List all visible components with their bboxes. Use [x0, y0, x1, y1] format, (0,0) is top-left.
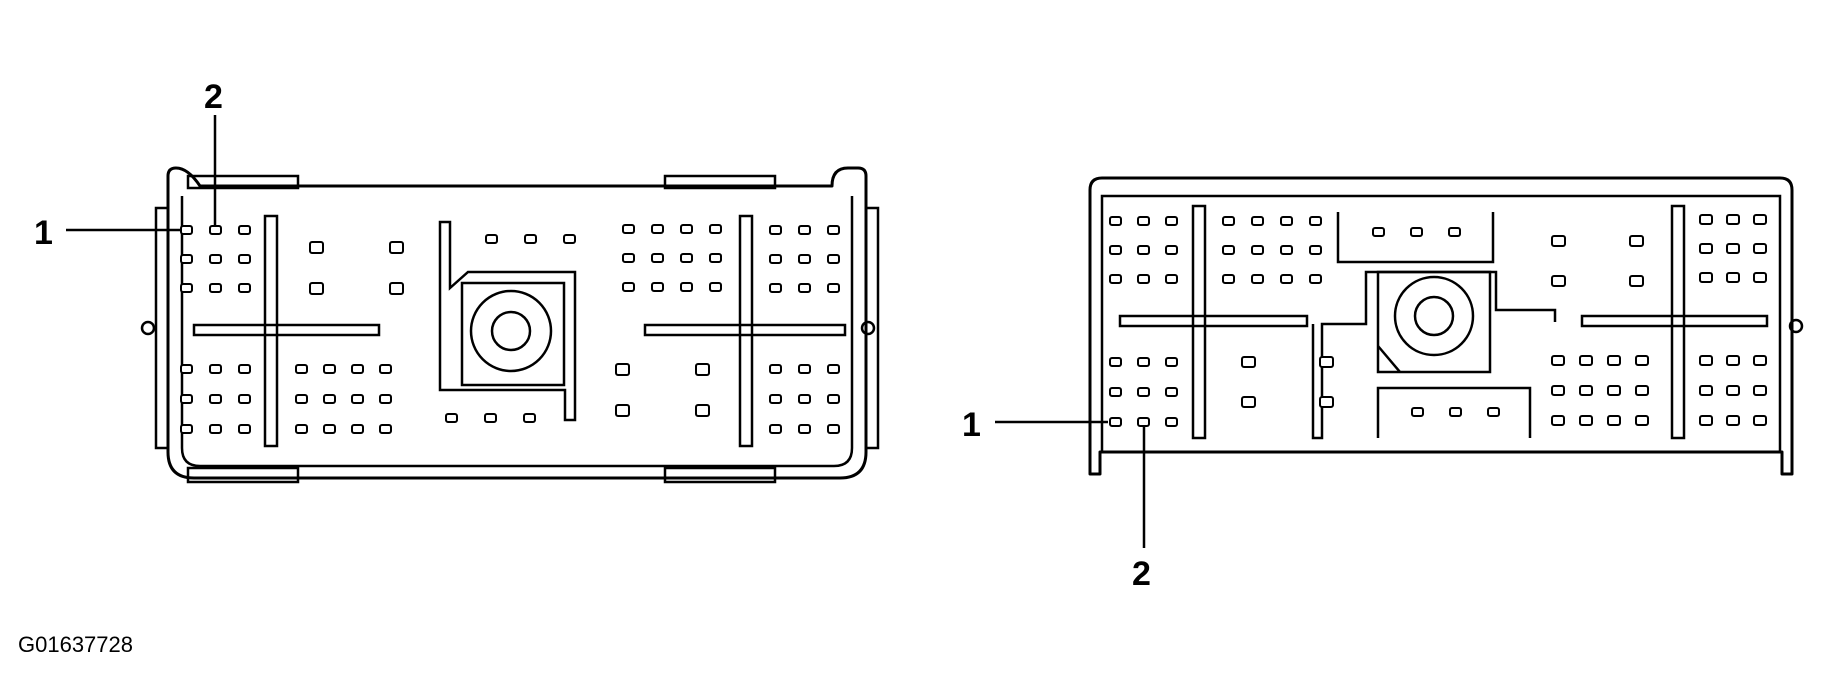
- right-callout-1: 1: [962, 406, 981, 444]
- left-callout-1: 1: [34, 214, 53, 252]
- right-callout-2: 2: [1132, 555, 1151, 593]
- left-top-pin-block: [180, 225, 251, 293]
- left-connector: 1 2: [34, 78, 880, 484]
- right-connector: 1 2: [962, 176, 1804, 593]
- figure-code: G01637728: [18, 632, 133, 657]
- left-callout-2: 2: [204, 78, 223, 116]
